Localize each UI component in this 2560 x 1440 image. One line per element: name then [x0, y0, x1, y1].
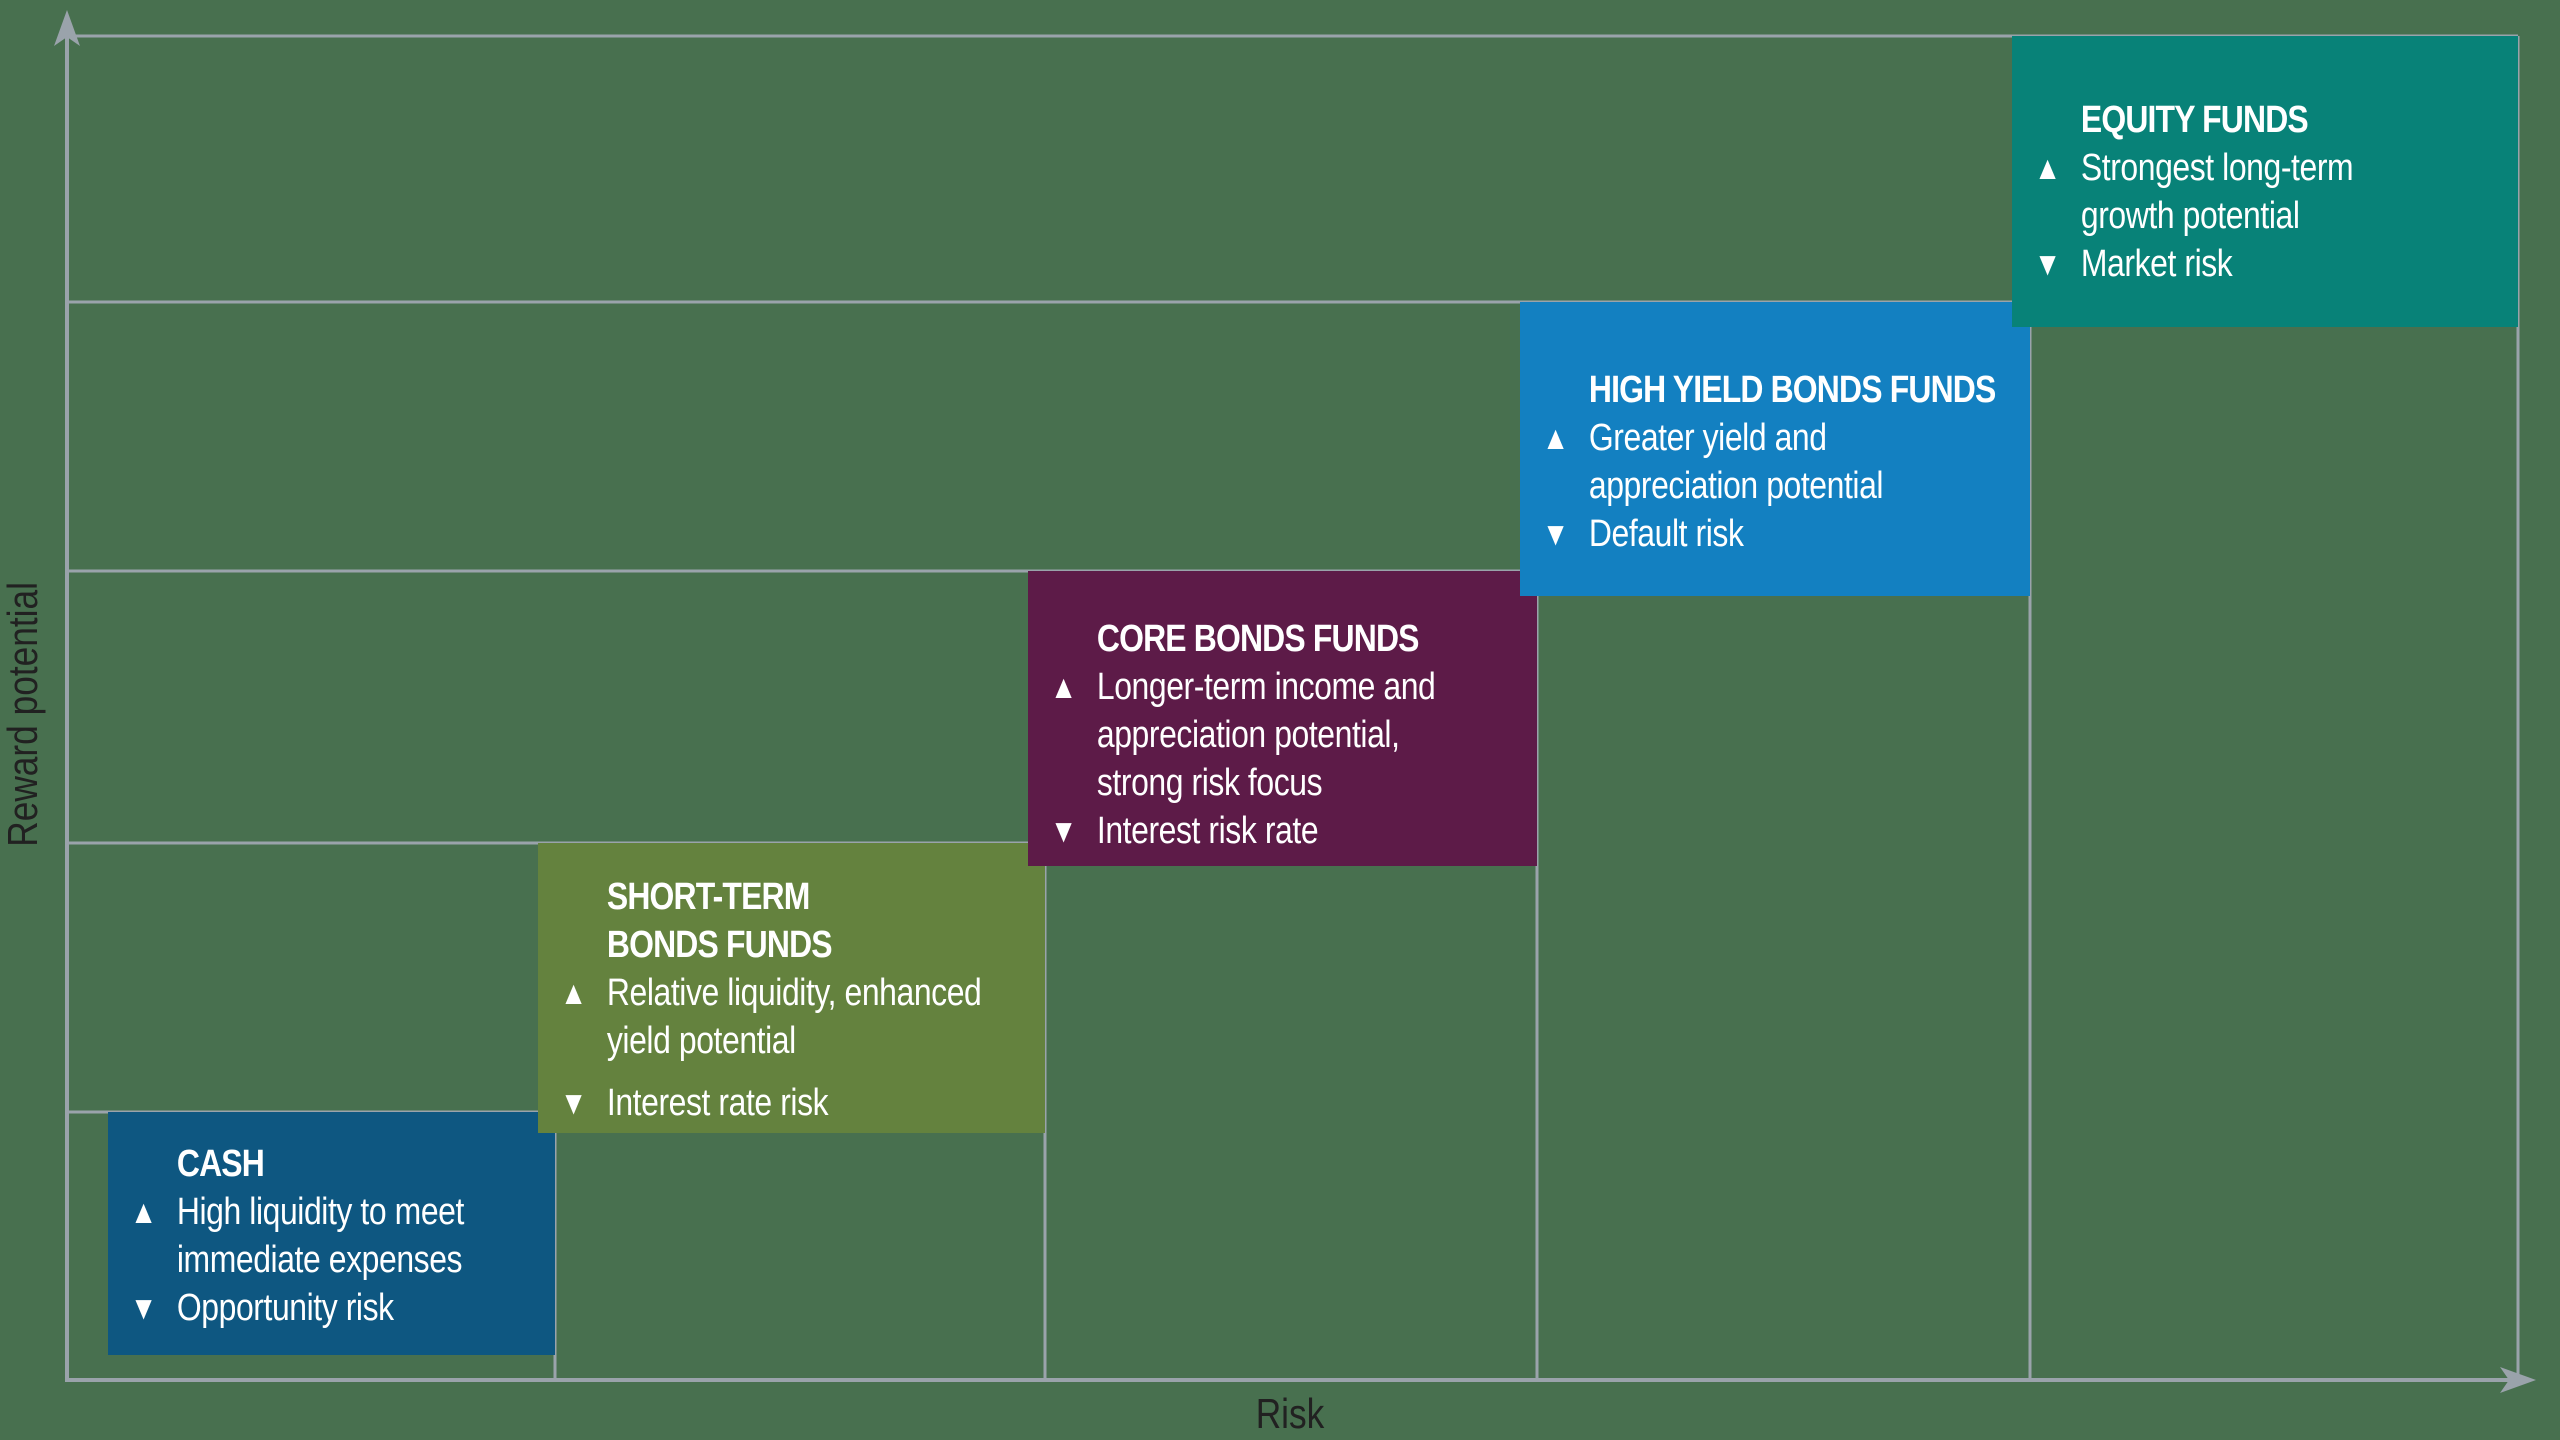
down-triangle-icon: ▼	[1541, 515, 1569, 552]
box-equity-funds-title: EQUITY FUNDS	[2080, 99, 2309, 141]
box-equity-funds-con-text: Market risk	[2080, 243, 2233, 285]
box-core-bonds-title: CORE BONDS FUNDS	[1096, 618, 1420, 660]
box-equity-funds-pro-row: ▲ Strongest long-term growth potential	[2012, 144, 2518, 240]
box-core-bonds-content: CORE BONDS FUNDS ▲ Longer-term income an…	[1028, 571, 1537, 855]
y-axis-label: Reward potential	[0, 420, 51, 1008]
up-triangle-icon: ▲	[1541, 419, 1569, 456]
box-short-term-bonds-pro-text: Relative liquidity, enhanced yield poten…	[606, 972, 982, 1062]
box-cash: CASH ▲ High liquidity to meet immediate …	[108, 1112, 555, 1355]
down-triangle-icon: ▼	[1049, 812, 1077, 849]
box-equity-funds-con-row: ▼ Market risk	[2012, 240, 2518, 288]
y-axis-label-text: Reward potential	[0, 581, 46, 847]
up-triangle-icon: ▲	[1049, 668, 1077, 705]
box-short-term-bonds-con-row: ▼ Interest rate risk	[538, 1079, 1045, 1127]
box-cash-pro-row: ▲ High liquidity to meet immediate expen…	[108, 1188, 555, 1284]
box-high-yield-bonds-pro-row: ▲ Greater yield and appreciation potenti…	[1520, 414, 2030, 510]
box-short-term-bonds-title: SHORT-TERM BONDS FUNDS	[606, 876, 833, 966]
box-high-yield-bonds-con-row: ▼ Default risk	[1520, 510, 2030, 558]
x-axis-label: Risk	[1255, 1390, 1325, 1437]
box-cash-pro-text: High liquidity to meet immediate expense…	[176, 1191, 464, 1281]
box-short-term-bonds-content: SHORT-TERM BONDS FUNDS ▲ Relative liquid…	[538, 843, 1045, 1127]
box-cash-title: CASH	[176, 1143, 265, 1185]
box-equity-funds: EQUITY FUNDS ▲ Strongest long-term growt…	[2012, 36, 2518, 327]
box-equity-funds-content: EQUITY FUNDS ▲ Strongest long-term growt…	[2012, 36, 2518, 288]
box-core-bonds-pro-row: ▲ Longer-term income and appreciation po…	[1028, 663, 1537, 807]
box-short-term-bonds-pro-row: ▲ Relative liquidity, enhanced yield pot…	[538, 969, 1045, 1065]
box-cash-con-text: Opportunity risk	[176, 1287, 394, 1329]
box-cash-content: CASH ▲ High liquidity to meet immediate …	[108, 1112, 555, 1332]
box-high-yield-bonds-content: HIGH YIELD BONDS FUNDS ▲ Greater yield a…	[1520, 302, 2030, 558]
box-short-term-bonds: SHORT-TERM BONDS FUNDS ▲ Relative liquid…	[538, 843, 1045, 1133]
up-triangle-icon: ▲	[559, 974, 587, 1011]
box-high-yield-bonds: HIGH YIELD BONDS FUNDS ▲ Greater yield a…	[1520, 302, 2030, 596]
up-triangle-icon: ▲	[129, 1193, 157, 1230]
box-core-bonds-pro-text: Longer-term income and appreciation pote…	[1096, 666, 1436, 804]
down-triangle-icon: ▼	[559, 1084, 587, 1121]
y-axis-arrow-icon	[54, 10, 80, 46]
box-cash-con-row: ▼ Opportunity risk	[108, 1284, 555, 1332]
box-high-yield-bonds-pro-text: Greater yield and appreciation potential	[1588, 417, 1884, 507]
axes	[65, 16, 2522, 1382]
down-triangle-icon: ▼	[2033, 245, 2061, 282]
down-triangle-icon: ▼	[129, 1289, 157, 1326]
box-core-bonds-con-text: Interest risk rate	[1096, 810, 1319, 852]
x-axis-arrow-icon	[2500, 1367, 2536, 1393]
box-core-bonds: CORE BONDS FUNDS ▲ Longer-term income an…	[1028, 571, 1537, 866]
box-high-yield-bonds-con-text: Default risk	[1588, 513, 1744, 555]
box-high-yield-bonds-title: HIGH YIELD BONDS FUNDS	[1588, 369, 1996, 411]
box-equity-funds-pro-text: Strongest long-term growth potential	[2080, 147, 2354, 237]
box-core-bonds-con-row: ▼ Interest risk rate	[1028, 807, 1537, 855]
up-triangle-icon: ▲	[2033, 149, 2061, 186]
box-short-term-bonds-con-text: Interest rate risk	[606, 1082, 829, 1124]
